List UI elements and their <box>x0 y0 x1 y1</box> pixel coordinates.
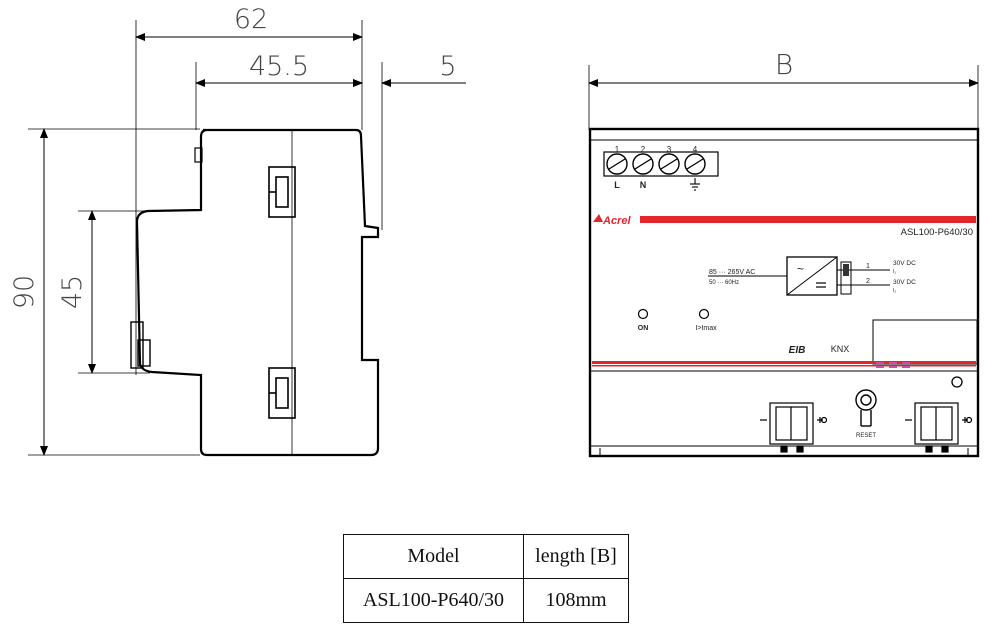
dim-label-90: 90 <box>9 275 40 309</box>
table-cell-length: 108mm <box>523 578 629 623</box>
terminal-number-1: 1 <box>615 145 620 154</box>
terminal-number-4: 4 <box>693 145 698 154</box>
terminal-number-3: 3 <box>667 145 672 154</box>
output-voltage-1: 30V DC <box>893 260 916 267</box>
on-led <box>637 308 649 320</box>
side-view: 62 45.5 5 90 45 <box>9 4 466 457</box>
dim-label-45: 45 <box>57 275 88 309</box>
status-dashes <box>876 362 910 368</box>
overcurrent-led <box>698 308 710 320</box>
right-bus-terminal <box>905 402 973 453</box>
table-cell-model: ASL100-P640/30 <box>343 578 524 623</box>
acrel-logo: Acrel <box>593 214 631 227</box>
din-clip <box>130 321 151 369</box>
label-area <box>872 319 978 365</box>
reset-button <box>855 389 877 427</box>
dim-label-62: 62 <box>234 4 268 35</box>
power-supply-symbol: ~ <box>708 256 890 296</box>
front-body-outline <box>588 127 980 458</box>
knx-mark: KNX <box>831 344 850 354</box>
overcurrent-led-label: I>Imax <box>695 325 717 332</box>
table-header-model: Model <box>343 534 524 579</box>
table-row: ASL100-P640/30 108mm <box>343 578 629 623</box>
indicator-hole <box>951 376 963 388</box>
table-header-length: length [B] <box>523 534 629 579</box>
reset-label: RESET <box>856 433 876 439</box>
left-bus-terminal <box>760 402 828 453</box>
lower-red-stripe <box>592 361 976 364</box>
output-note-1: I₁ <box>893 269 896 275</box>
input-terminal-block: 1 2 3 4 L N <box>603 145 719 191</box>
eib-mark: EIB <box>789 345 806 356</box>
dim-label-45-5: 45.5 <box>249 51 309 82</box>
upper-latch <box>268 166 296 218</box>
table-header-row: Model length [B] <box>343 534 629 579</box>
svg-text:~: ~ <box>797 262 804 276</box>
model-label: ASL100-P640/30 <box>901 227 973 238</box>
output-voltage-2: 30V DC <box>893 279 916 286</box>
front-view: B 1 2 3 4 L N <box>588 48 980 458</box>
terminal-label-l: L <box>614 180 620 190</box>
dim-label-5: 5 <box>439 51 456 82</box>
lower-latch <box>268 367 296 419</box>
on-led-label: ON <box>638 325 649 332</box>
input-voltage-spec: 85 ··· 265V AC <box>709 269 755 276</box>
output-pin-2: 2 <box>866 278 870 285</box>
svg-text:Acrel: Acrel <box>602 215 631 227</box>
brand-red-bar <box>640 216 976 223</box>
input-frequency-spec: 50 ··· 60Hz <box>709 280 739 286</box>
terminal-label-n: N <box>640 180 647 190</box>
ground-icon <box>690 178 700 191</box>
side-body-outline <box>135 128 380 457</box>
model-length-table: Model length [B] ASL100-P640/30 108mm <box>343 534 629 623</box>
output-pin-1: 1 <box>866 263 870 270</box>
terminal-number-2: 2 <box>641 145 646 154</box>
dim-label-b: B <box>775 48 793 81</box>
output-note-2: I₂ <box>893 288 896 294</box>
